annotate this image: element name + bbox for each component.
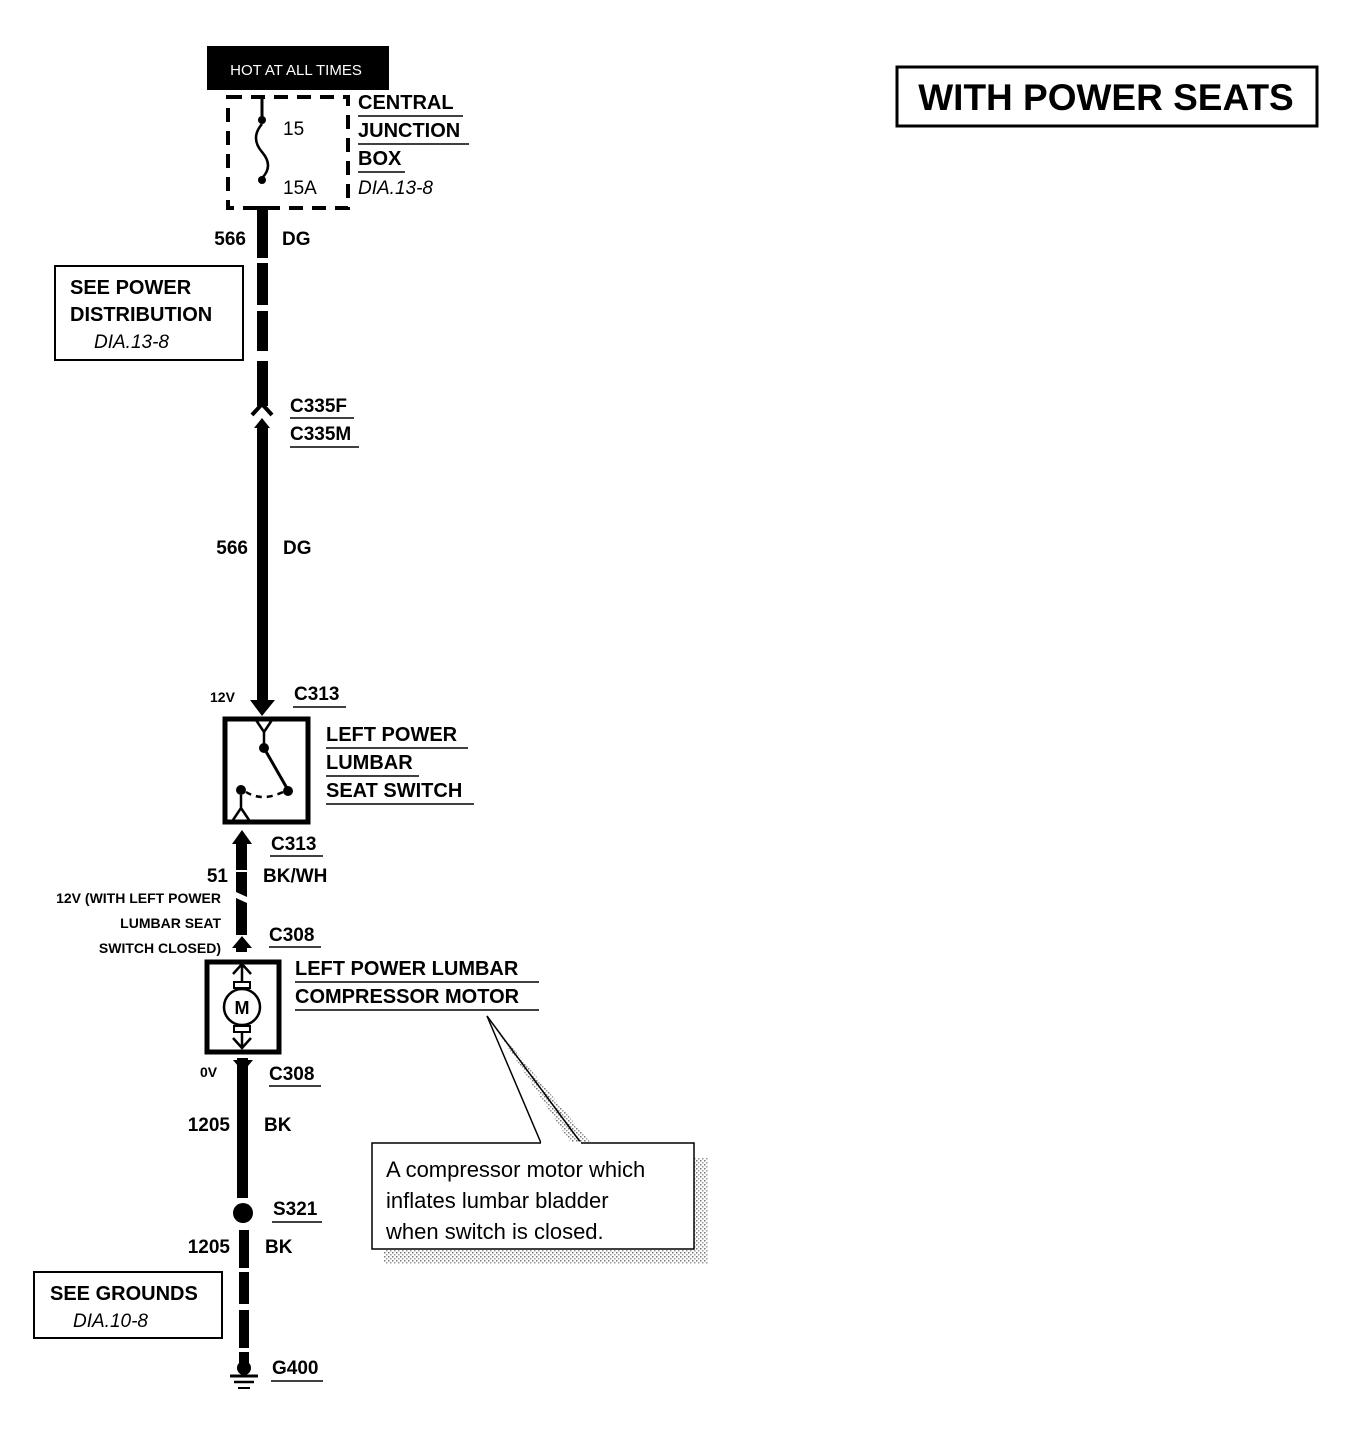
switch-label-3: SEAT SWITCH — [326, 780, 462, 802]
wire-566-top-circuit: 566 — [214, 229, 246, 250]
fuse-terminal-bottom — [258, 176, 266, 184]
ground-g400: G400 — [272, 1358, 318, 1379]
switch-contact — [283, 786, 293, 796]
central-junction-box — [226, 95, 350, 210]
wire-51-stripe — [236, 898, 247, 935]
hot-at-all-times-label: HOT AT ALL TIMES — [230, 62, 362, 79]
fuse-number: 15 — [283, 119, 304, 140]
callout-pointer — [486, 1015, 542, 1144]
switch-connector-top: C313 — [294, 684, 339, 705]
hot-at-all-times-badge — [207, 46, 389, 90]
fuse-icon — [254, 123, 270, 179]
fuse-terminal-top — [258, 116, 266, 124]
motor-terminal-top-icon — [232, 962, 252, 982]
connector-c335-male-icon — [254, 418, 270, 428]
wire-566-mid-color: DG — [283, 538, 312, 559]
page-title: WITH POWER SEATS — [918, 77, 1293, 118]
switch-blade — [262, 747, 290, 791]
motor-brush-top — [233, 981, 251, 989]
wire-51-connector-top: C313 — [271, 834, 316, 855]
wire-51-voltage-1: 12V (WITH LEFT POWER — [56, 890, 221, 906]
ground-dot — [237, 1361, 251, 1375]
wire-51-stripe — [236, 872, 247, 897]
junction-box-ref: DIA.13-8 — [358, 178, 433, 199]
callout-line1: A compressor motor which — [386, 1157, 645, 1182]
wire-566-segment — [257, 361, 268, 406]
wire-566-mid-circuit: 566 — [216, 538, 248, 559]
motor-symbol: M — [235, 998, 250, 1018]
wire-1205-b-break-segment — [239, 1310, 249, 1348]
switch-voltage: 12V — [210, 689, 236, 705]
switch-label-2: LUMBAR — [326, 752, 413, 774]
wire-1205-b-circuit: 1205 — [188, 1237, 231, 1258]
power-distribution-line1: SEE POWER — [70, 277, 192, 299]
switch-terminal-bottom-icon — [231, 795, 251, 821]
junction-box-label-2: JUNCTION — [358, 120, 460, 142]
wire-566-top-color: DG — [282, 229, 311, 250]
power-distribution-line2: DISTRIBUTION — [70, 304, 212, 326]
motor-label-2: COMPRESSOR MOTOR — [295, 986, 520, 1008]
power-distribution-ref: DIA.13-8 — [94, 332, 169, 353]
wire-51-voltage-3: SWITCH CLOSED) — [99, 940, 221, 956]
title-box — [895, 65, 1319, 128]
wire-566-break-segment — [257, 263, 268, 305]
motor-voltage: 0V — [200, 1064, 218, 1080]
callout-line2: inflates lumbar bladder — [386, 1188, 609, 1213]
switch-dashed-link — [245, 790, 284, 799]
arrow-down-icon — [250, 700, 275, 716]
switch-contact — [236, 785, 246, 795]
motor-brush-bottom — [233, 1025, 251, 1033]
wire-51-voltage-2: LUMBAR SEAT — [120, 915, 221, 931]
callout-line3: when switch is closed. — [385, 1219, 604, 1244]
wire-1205-a-color: BK — [264, 1115, 292, 1136]
motor-connector-bottom: C308 — [269, 1064, 314, 1085]
callout-pointer — [486, 1015, 582, 1144]
fuse-rating: 15A — [283, 178, 317, 199]
wire-51-color: BK/WH — [263, 866, 327, 887]
wire-1205-segment — [237, 1058, 248, 1198]
switch-body — [222, 716, 311, 825]
junction-box-label-1: CENTRAL — [358, 92, 454, 114]
callout-box — [371, 1142, 695, 1250]
wire-51-circuit: 51 — [207, 866, 229, 887]
grounds-line1: SEE GROUNDS — [50, 1283, 198, 1305]
connector-c335-female-icon — [250, 401, 274, 417]
arrow-up-icon — [232, 936, 252, 948]
wire-566-break-segment — [257, 311, 268, 351]
wire-1205-a-circuit: 1205 — [188, 1115, 231, 1136]
wire-566-mid-segment — [257, 426, 268, 704]
switch-label-1: LEFT POWER — [326, 724, 458, 746]
grounds-ref: DIA.10-8 — [73, 1311, 148, 1332]
connector-c335m: C335M — [290, 424, 351, 445]
splice-s321: S321 — [273, 1199, 318, 1220]
wire-51-segment — [236, 946, 247, 952]
callout-pointer-shadow — [490, 1020, 590, 1142]
wire-51-segment — [236, 842, 247, 870]
splice-s321-dot — [233, 1203, 253, 1223]
motor-connector-top: C308 — [269, 925, 314, 946]
wire-566-segment — [257, 206, 268, 258]
see-grounds-box — [33, 1271, 223, 1339]
motor-label-1: LEFT POWER LUMBAR — [295, 958, 519, 980]
junction-box-label-3: BOX — [358, 148, 402, 170]
see-power-distribution-box — [54, 265, 244, 361]
connector-c335f: C335F — [290, 396, 347, 417]
motor-terminal-bottom-icon — [232, 1032, 252, 1050]
wire-1205-b-break-segment — [239, 1272, 249, 1304]
wire-1205-b-color: BK — [265, 1237, 293, 1258]
wire-1205-ground-segment — [239, 1352, 249, 1366]
wire-1205-b-segment — [239, 1230, 249, 1268]
arrow-up-icon — [232, 830, 252, 844]
